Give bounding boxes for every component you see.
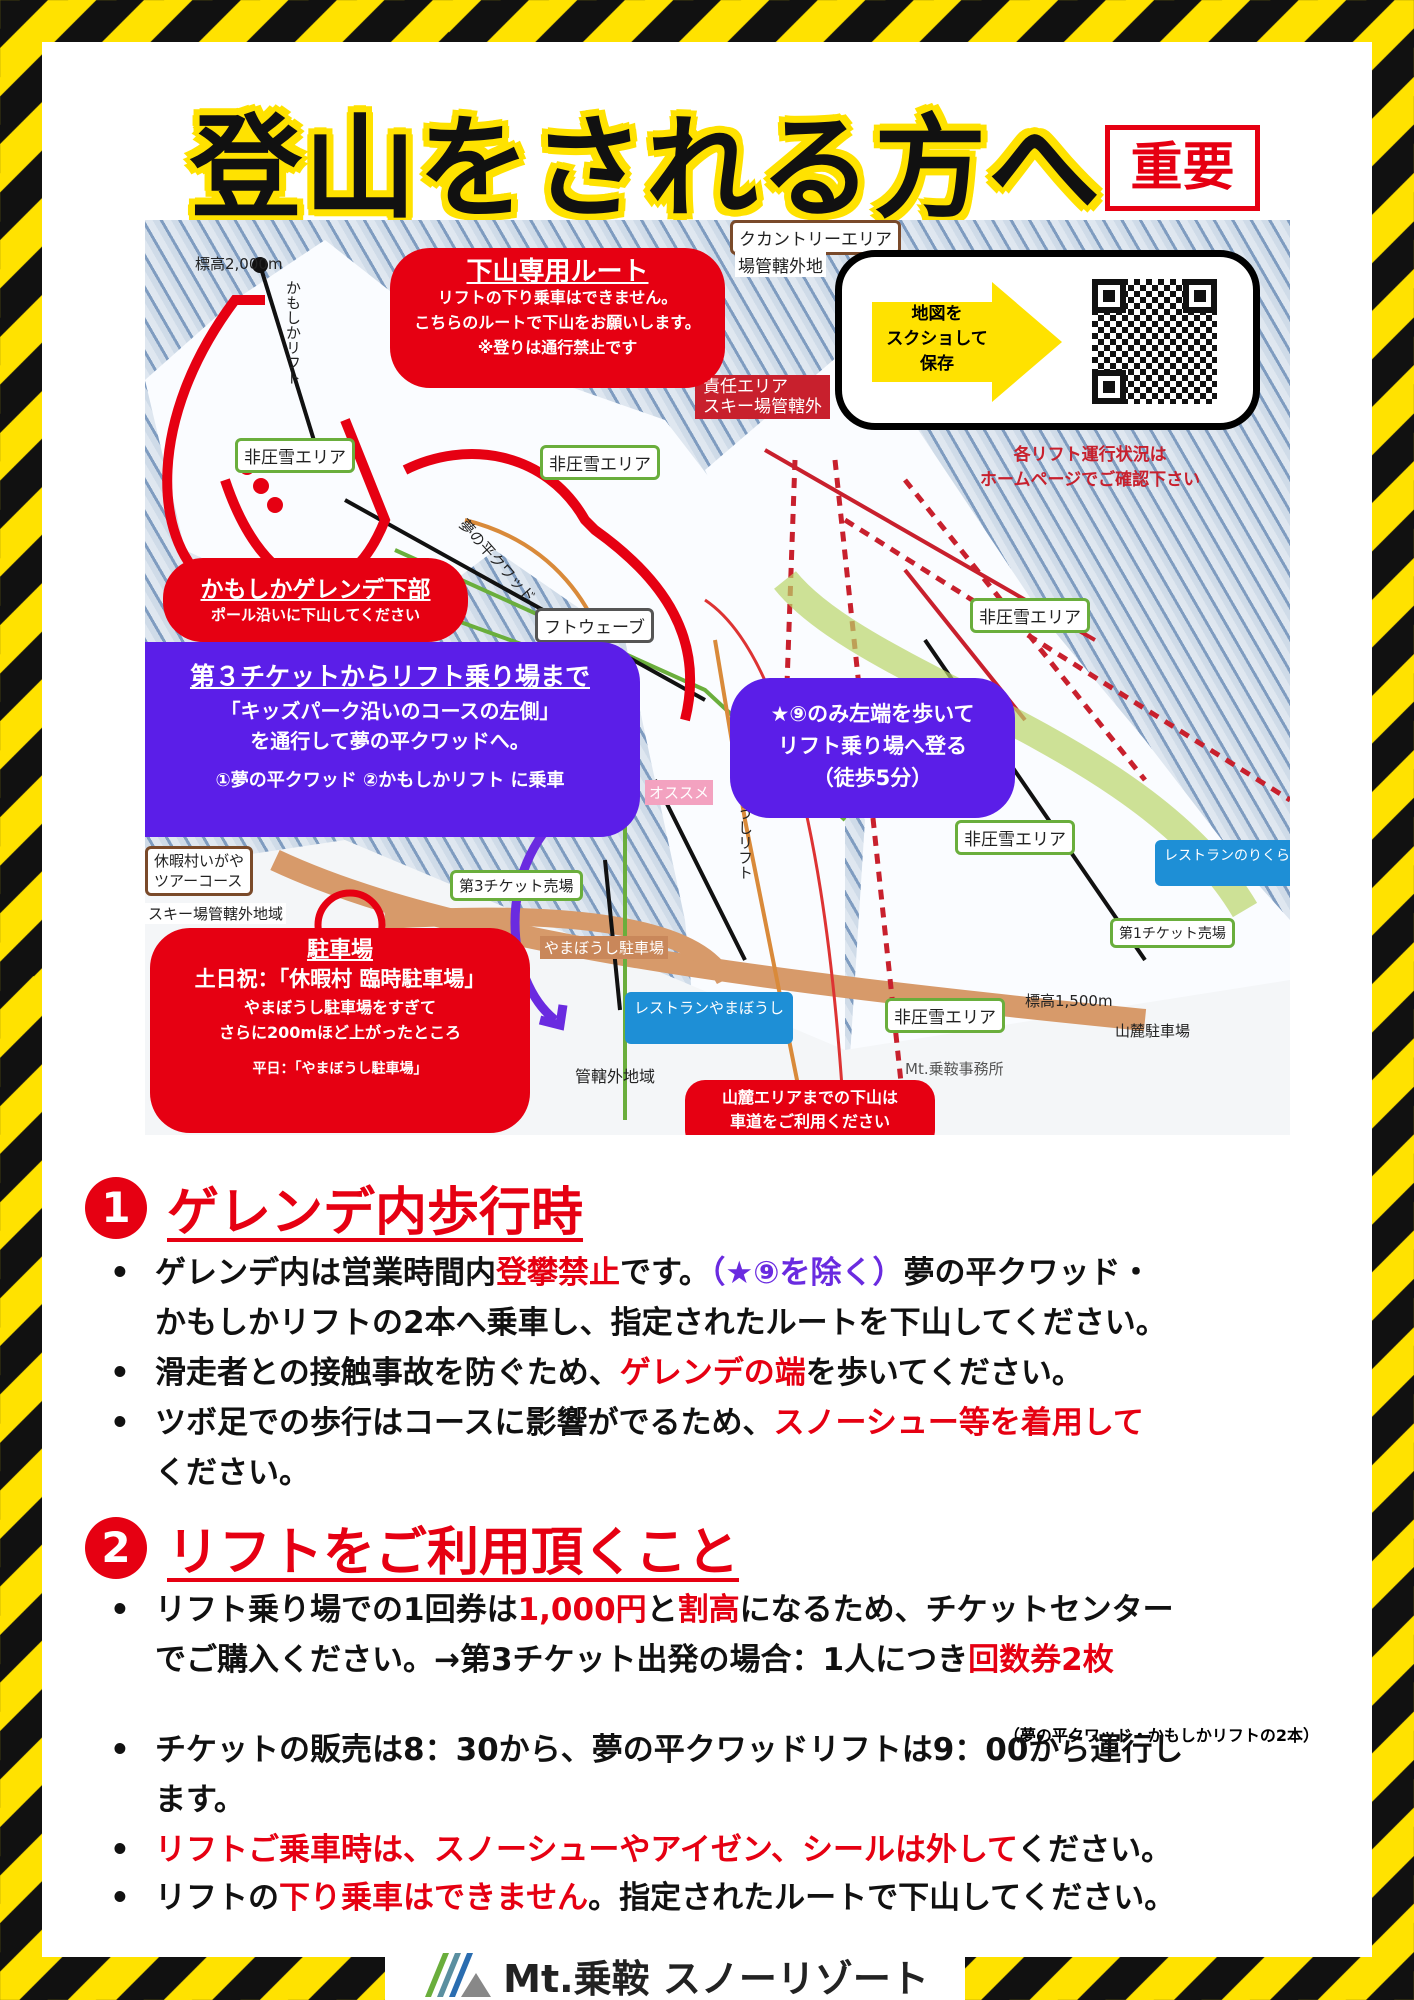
- callout-line: ポール沿いに下山してください: [210, 606, 421, 624]
- restaurant-norikura-label: レストランのりくら: [1155, 840, 1290, 886]
- callout-title: 下山専用ルート: [466, 257, 649, 287]
- non-groomed-area-label: 非圧雪エリア: [885, 998, 1005, 1033]
- self-responsibility-area: 責任エリア スキー場管轄外: [695, 375, 830, 419]
- kamoshika-lower-callout: かもしかゲレンデ下部 ポール沿いに下山してください: [163, 558, 468, 642]
- resort-logo: Mt.乗鞍 スノーリゾート: [385, 1950, 965, 2000]
- self-responsibility-label: 責任エリア: [703, 377, 788, 397]
- callout-line: 「キッズパーク沿いのコースの左側」: [220, 699, 560, 723]
- sanroku-descent-callout: 山麓エリアまでの下山は 車道をご利用ください: [685, 1080, 935, 1135]
- kamoshika-lift-label: かもしかリフト: [284, 280, 302, 385]
- qr-code-box: 地図を スクショして 保存: [835, 250, 1260, 430]
- bullet-item: • ゲレンデ内は営業時間内登攀禁止です。（★⑨を除く）夢の平クワッド・かもしかリ…: [110, 1255, 1167, 1341]
- callout-line: やまぼうし駐車場をすぎて: [243, 998, 436, 1017]
- callout-line: リフト乗り場へ登る: [778, 734, 967, 758]
- section-title: リフトをご利用頂くこと: [167, 1523, 740, 1583]
- recommended-label: オススメ: [645, 780, 714, 805]
- outside-area-label-2: 管轄外地域: [575, 1067, 656, 1086]
- callout-line: 車道をご利用ください: [729, 1112, 890, 1131]
- section-1-header: 1 ゲレンデ内歩行時: [85, 1170, 583, 1245]
- mountain-logo-icon: [425, 1953, 492, 1997]
- callout-title: かもしかゲレンデ下部: [200, 577, 431, 603]
- outside-area-label: スキー場管轄外地域: [145, 903, 287, 924]
- parking-callout: 駐車場 土日祝：「休暇村 臨時駐車場」 やまぼうし駐車場をすぎて さらに200m…: [150, 928, 530, 1133]
- callout-line: を通行して夢の平クワッドへ。: [250, 729, 530, 753]
- callout-title: 駐車場: [306, 938, 373, 963]
- callout-title: 第３チケットからリフト乗り場まで: [189, 662, 590, 691]
- non-groomed-area-label: 非圧雪エリア: [955, 820, 1075, 855]
- bullet-item: • 滑走者との接触事故を防ぐため、ゲレンデの端を歩いてください。: [110, 1355, 1083, 1391]
- callout-line: （徒歩5分）: [812, 766, 933, 790]
- save-map-label: 地図を スクショして 保存: [886, 304, 988, 374]
- restaurant-yamaboushi-label: レストランやまぼうし: [625, 992, 794, 1044]
- callout-line: ①夢の平クワッド ②かもしかリフト に乗車: [215, 770, 565, 791]
- callout-line: 平日：「やまぼうし駐車場」: [252, 1061, 428, 1077]
- section-2-header: 2 リフトをご利用頂くこと: [85, 1510, 739, 1585]
- callout-line: ※登りは通行禁止です: [477, 338, 638, 357]
- page-title: 登山をされる方へ: [190, 104, 1102, 234]
- sanroku-parking-label: 山麓駐車場: [1115, 1022, 1191, 1040]
- callout-line: リフトの下り乗車はできません。: [437, 288, 678, 307]
- bullet-item: • ツボ足での歩行はコースに影響がでるため、スノーシュー等を着用してください。: [110, 1405, 1144, 1491]
- arrow-right-icon: [872, 282, 1062, 402]
- backcountry-sub-label: 場管轄外地: [735, 252, 826, 277]
- yamaboushi-parking-label: やまぼうし駐車場: [540, 936, 669, 959]
- ticket-office-3-label: 第3チケット売場: [450, 870, 583, 901]
- ticket3-route-callout: 第３チケットからリフト乗り場まで 「キッズパーク沿いのコースの左側」 を通行して…: [145, 642, 640, 837]
- bullet-item: • リフトの下り乗車はできません。指定されたルートで下山してください。: [110, 1880, 1176, 1916]
- ski-map: 標高2,000m かもしかリフト 夢の平クワッド 非圧雪エリア 非圧雪エリア 非…: [145, 220, 1290, 1135]
- bullet-item: • リフト乗り場での1回券は1,000円と割高になるため、チケットセンターでご購…: [110, 1592, 1174, 1678]
- descent-route-callout: 下山専用ルート リフトの下り乗車はできません。 こちらのルートで下山をお願いしま…: [390, 248, 725, 388]
- elevation-bottom-label: 標高1,500m: [1025, 992, 1113, 1010]
- callout-main: 土日祝：「休暇村 臨時駐車場」: [194, 967, 486, 991]
- logo-text: Mt.乗鞍 スノーリゾート: [503, 1956, 929, 2000]
- callout-line: こちらのルートで下山をお願いします。: [414, 313, 701, 332]
- kyukamura-tour-course-label: 休暇村いがや ツアーコース: [145, 846, 254, 896]
- outside-management-label: スキー場管轄外: [703, 397, 822, 417]
- qr-code[interactable]: [1092, 279, 1217, 404]
- non-groomed-area-label: 非圧雪エリア: [235, 438, 355, 473]
- backcountry-area-label: クカントリーエリア: [730, 220, 901, 255]
- callout-line: さらに200mほど上がったところ: [218, 1023, 462, 1042]
- callout-line: ★⑨のみ左端を歩いて: [770, 702, 975, 726]
- ticket-office-1-label: 第1チケット売場: [1110, 918, 1235, 948]
- bullet-item: • チケットの販売は8：30から、夢の平クワッドリフトは9：00から運行します。: [110, 1732, 1184, 1818]
- non-groomed-area-label: 非圧雪エリア: [540, 445, 660, 480]
- soft-wave-label: フトウェーブ: [535, 608, 654, 643]
- elevation-top-label: 標高2,000m: [195, 255, 283, 273]
- bullet-item: • リフトご乗車時は、スノーシューやアイゼン、シールは外してください。: [110, 1832, 1173, 1868]
- non-groomed-area-label: 非圧雪エリア: [970, 598, 1090, 633]
- walk-course9-callout: ★⑨のみ左端を歩いて リフト乗り場へ登る （徒歩5分）: [730, 678, 1015, 818]
- office-label: Mt.乗鞍事務所: [905, 1060, 1004, 1078]
- section-title: ゲレンデ内歩行時: [167, 1183, 584, 1243]
- ticket-note: （夢の平クワッド・かもしかリフトの2本）: [1003, 1726, 1319, 1745]
- callout-line: 山麓エリアまでの下山は: [721, 1088, 898, 1107]
- important-badge: 重要: [1105, 125, 1260, 211]
- section-number: 1: [85, 1176, 147, 1239]
- lift-status-note: 各リフト運行状況は ホームページでご確認下さい: [980, 445, 1201, 490]
- section-number: 2: [85, 1516, 147, 1579]
